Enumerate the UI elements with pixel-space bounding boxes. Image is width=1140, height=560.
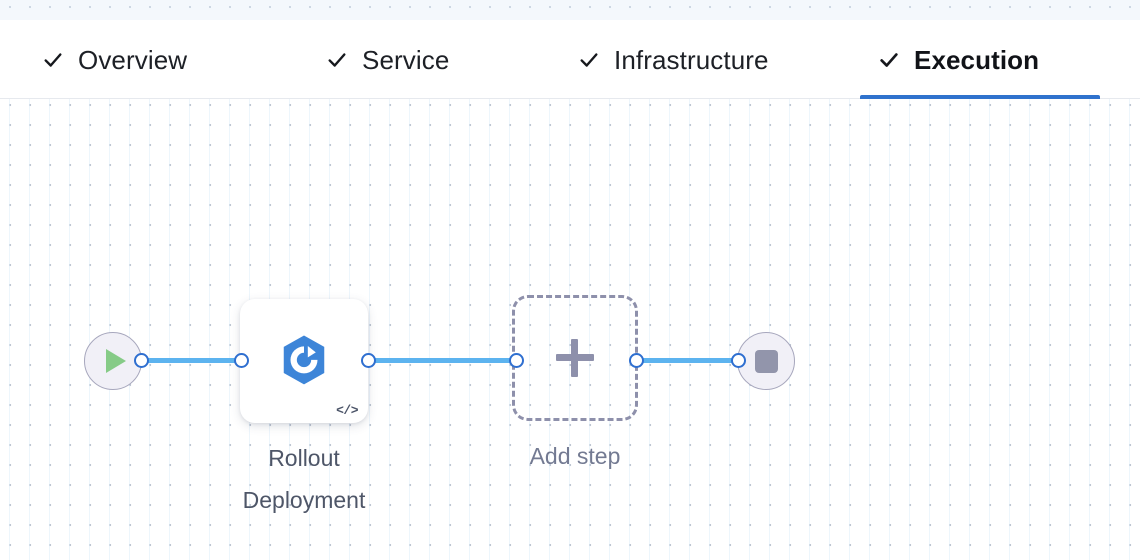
- port-add-output[interactable]: [629, 353, 644, 368]
- check-icon: [578, 49, 600, 71]
- code-badge-icon[interactable]: </>: [336, 403, 358, 418]
- check-icon: [326, 49, 348, 71]
- check-icon: [42, 49, 64, 71]
- edge-start-to-step[interactable]: [140, 358, 243, 363]
- port-add-input[interactable]: [509, 353, 524, 368]
- edge-step-to-add[interactable]: [366, 358, 518, 363]
- port-step-input[interactable]: [234, 353, 249, 368]
- tab-label: Infrastructure: [614, 44, 769, 75]
- tab-label: Execution: [914, 44, 1040, 75]
- tab-overview[interactable]: Overview: [24, 20, 240, 99]
- tab-infrastructure[interactable]: Infrastructure: [560, 20, 830, 99]
- tab-label: Service: [362, 44, 450, 75]
- tab-service[interactable]: Service: [308, 20, 500, 99]
- rollout-deployment-node[interactable]: </>: [240, 299, 368, 423]
- pipeline-stage-tabs: Overview Service Infrastructure: [0, 20, 1140, 99]
- execution-flow-graph: </> Rollout Deployment Add step: [0, 99, 1140, 560]
- tab-label: Overview: [78, 44, 188, 75]
- stop-icon: [754, 349, 778, 373]
- plus-icon: [556, 339, 594, 377]
- rollout-deployment-label: Rollout Deployment: [242, 445, 366, 513]
- active-tab-indicator: [860, 95, 1100, 99]
- end-node[interactable]: [737, 332, 795, 390]
- add-step-node[interactable]: [512, 295, 638, 421]
- play-icon: [106, 349, 126, 373]
- canvas-top-strip: [0, 0, 1140, 20]
- port-start-output[interactable]: [134, 353, 149, 368]
- port-end-input[interactable]: [731, 353, 746, 368]
- rollout-deployment-icon: [277, 333, 331, 387]
- port-step-output[interactable]: [361, 353, 376, 368]
- check-icon: [878, 49, 900, 71]
- tab-execution[interactable]: Execution: [860, 20, 1100, 99]
- edge-add-to-end[interactable]: [634, 358, 740, 363]
- add-step-label: Add step: [529, 443, 621, 469]
